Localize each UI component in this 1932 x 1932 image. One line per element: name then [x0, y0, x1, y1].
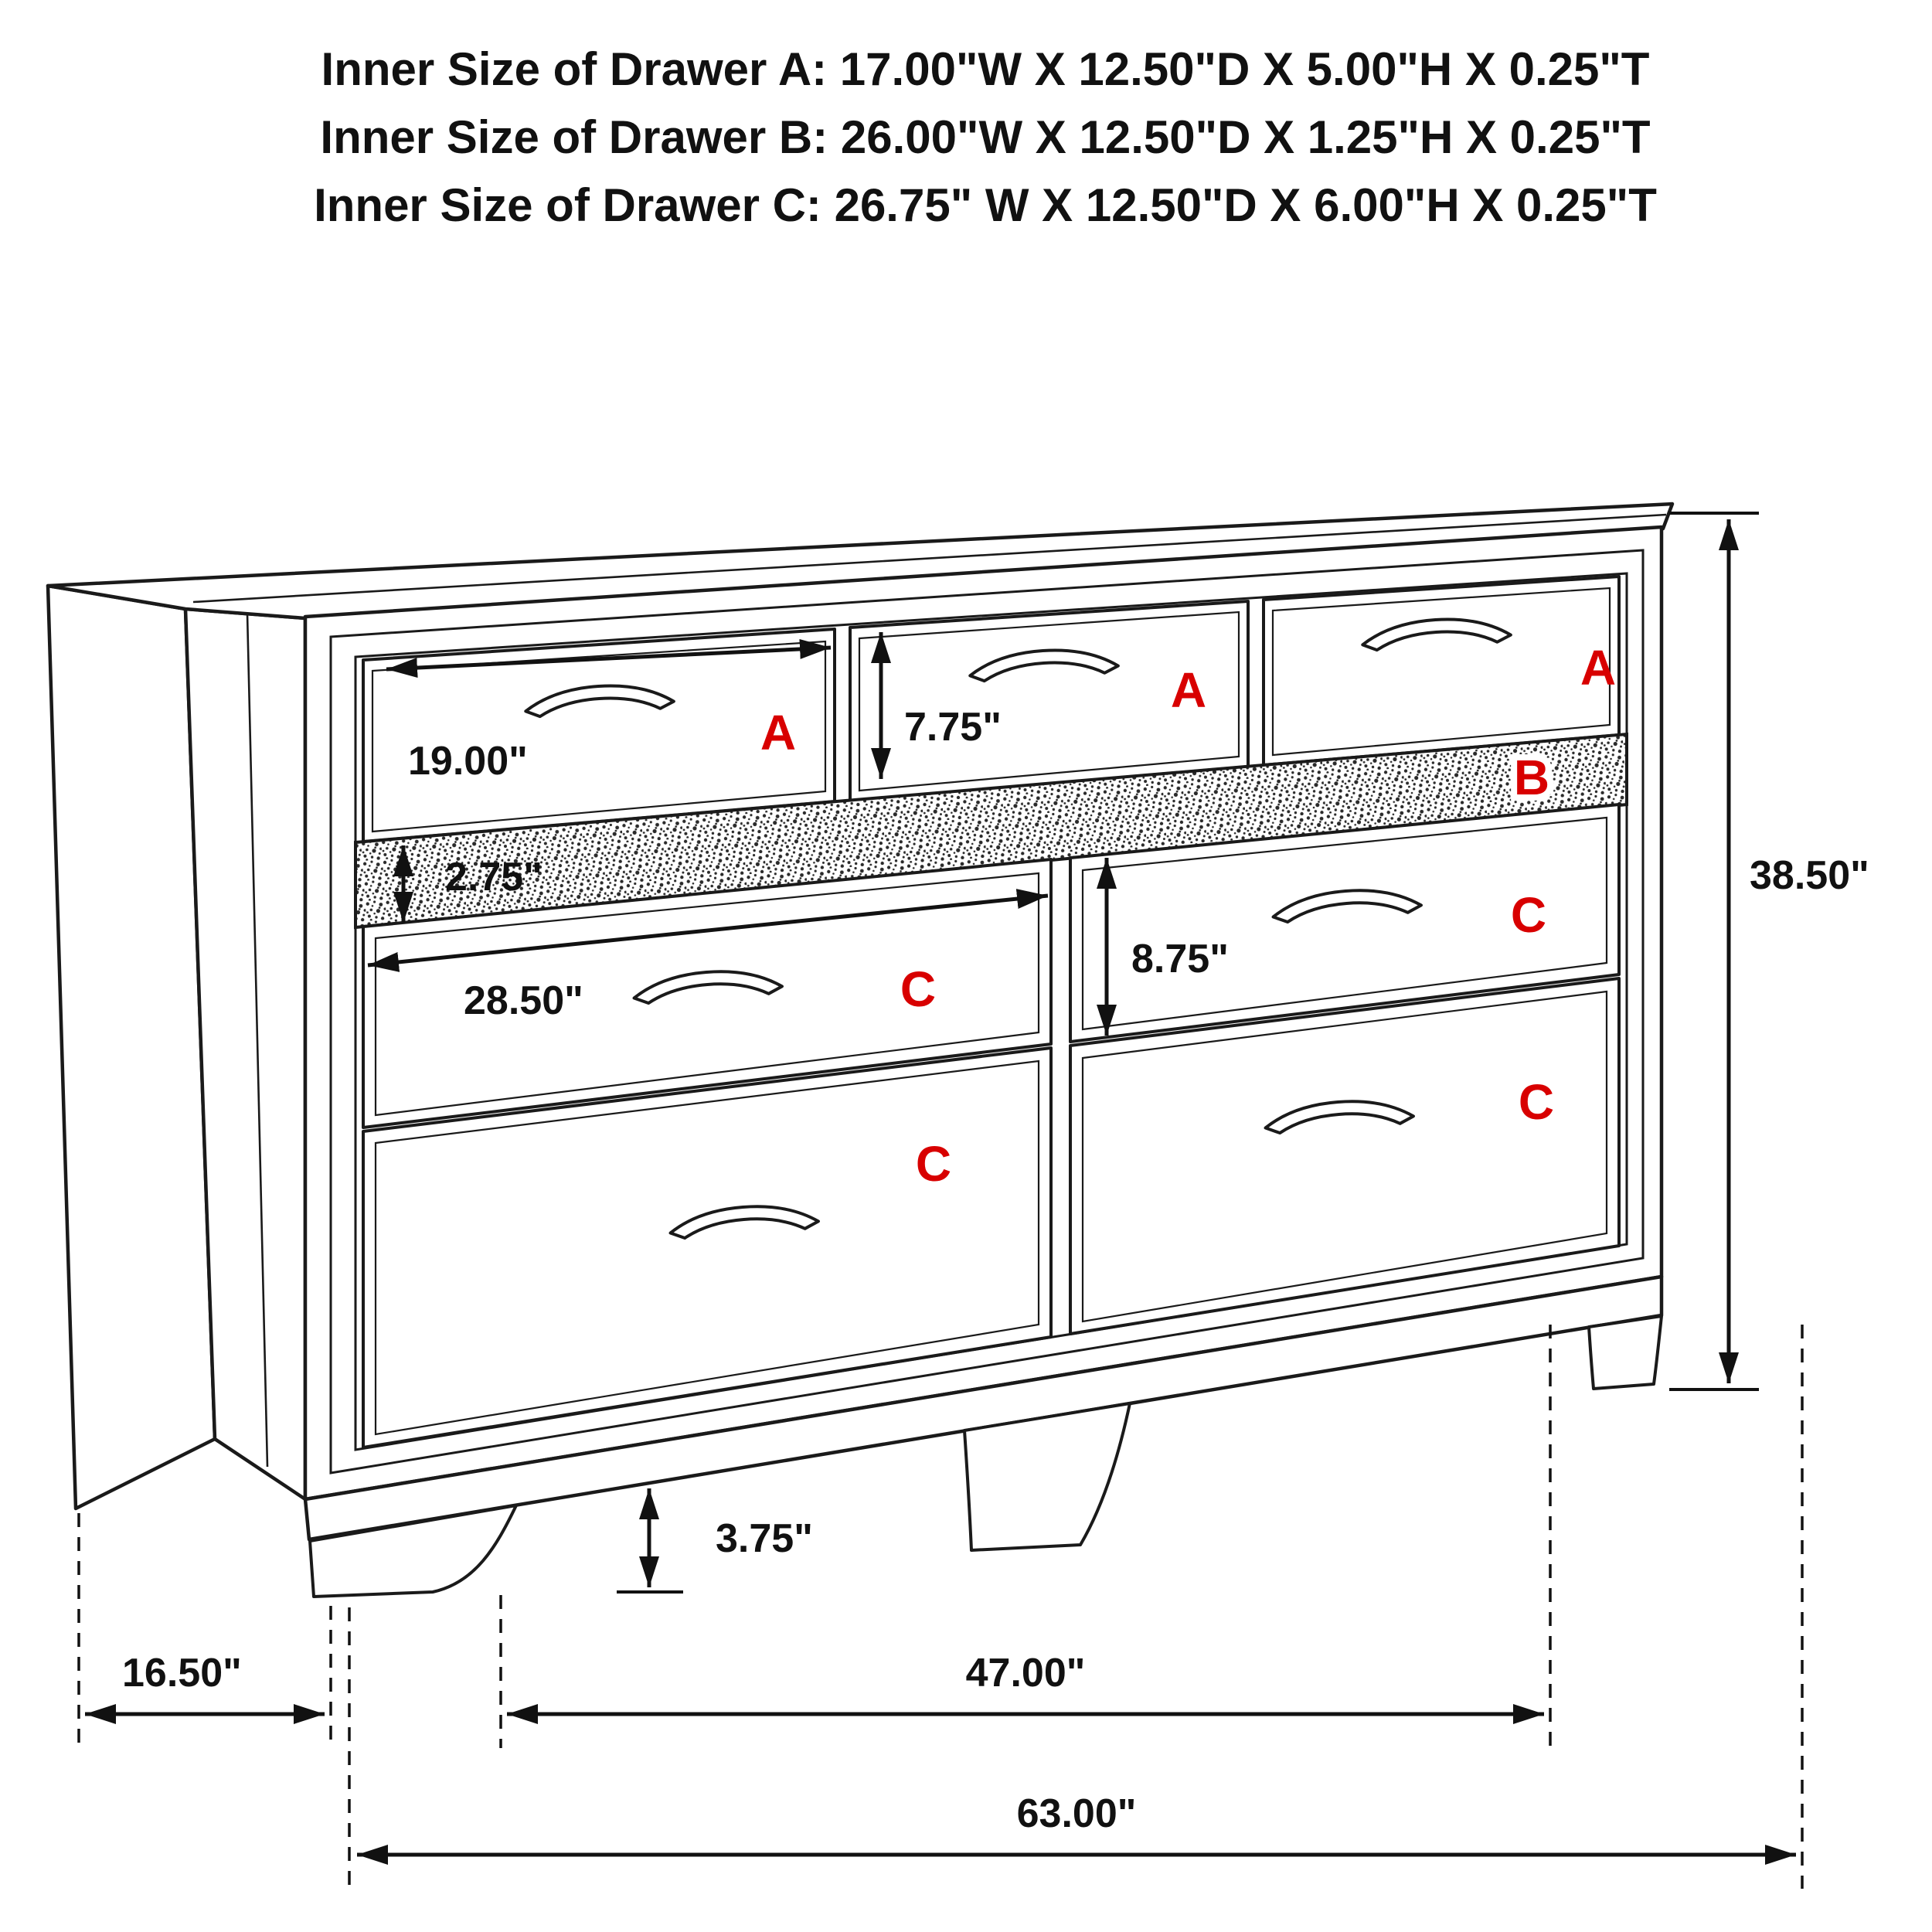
drawer-c-right-lower [1069, 977, 1621, 1335]
letter-drawer-a-left: A [760, 705, 796, 760]
label-drawer-c-height: 8.75" [1131, 937, 1229, 981]
drawer-c-right-upper-panel-line [1081, 816, 1608, 1031]
label-drawer-a-width: 19.00" [408, 739, 528, 784]
letter-drawer-c-right-lower: C [1519, 1074, 1554, 1130]
label-drawer-c-width: 28.50" [464, 978, 583, 1023]
drawer-a-right [1262, 575, 1621, 767]
drawer-b-sparkle-strip [354, 732, 1628, 930]
dimension-labels: 19.00" 7.75" 2.75" 28.50" 8.75" 38.50" 3… [122, 705, 1869, 1836]
label-overall-depth: 16.50" [122, 1651, 242, 1696]
letter-drawer-a-middle: A [1171, 662, 1206, 718]
letter-drawer-b: B [1514, 750, 1549, 805]
drawer-a-middle-panel-line [858, 611, 1240, 792]
drawer-c-left-lower [362, 1046, 1053, 1449]
left-bevel-line [246, 613, 269, 1468]
drawers [354, 575, 1628, 1449]
arrow-drawer-a-width [386, 638, 832, 679]
label-overall-height: 38.50" [1750, 853, 1869, 898]
drawer-a-right-panel-line [1271, 587, 1611, 757]
letter-drawer-c-left-lower: C [916, 1136, 951, 1192]
dimension-arrows [85, 512, 1796, 1865]
drawer-c-right-lower-panel-line [1081, 990, 1608, 1323]
label-drawer-a-height: 7.75" [904, 705, 1002, 750]
middle-foot [963, 1402, 1131, 1552]
drawer-letters: A A A B C C C C [760, 640, 1616, 1192]
front-face-inner-frame [354, 572, 1628, 1451]
label-drawer-b-height: 2.75" [445, 855, 543, 900]
letter-drawer-a-right: A [1580, 640, 1616, 696]
right-foot [1587, 1315, 1663, 1390]
spec-line-drawer-c: Inner Size of Drawer C: 26.75" W X 12.50… [314, 179, 1657, 231]
drawer-c-left-lower-panel-line [374, 1060, 1040, 1436]
spec-line-drawer-b: Inner Size of Drawer B: 26.00"W X 12.50"… [320, 111, 1650, 163]
label-foot-height: 3.75" [716, 1516, 813, 1561]
projection-lines [77, 1325, 1804, 1889]
arrow-drawer-c-width [367, 889, 1049, 972]
letter-drawer-c-right-upper: C [1511, 887, 1546, 943]
label-overall-width: 63.00" [1017, 1791, 1137, 1836]
front-face-bevel [329, 549, 1645, 1475]
label-leg-span-width: 47.00" [966, 1651, 1086, 1696]
spec-line-drawer-a: Inner Size of Drawer A: 17.00"W X 12.50"… [321, 43, 1650, 95]
top-slab-edge-line [192, 513, 1667, 604]
drawer-c-right-upper [1069, 803, 1621, 1043]
left-foot [308, 1504, 518, 1598]
letter-drawer-c-left-upper: C [900, 961, 936, 1017]
